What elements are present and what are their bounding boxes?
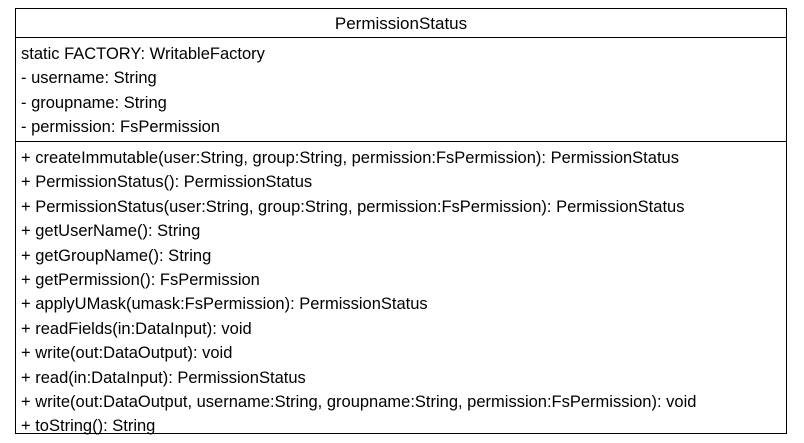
operation-item: + write(out:DataOutput, username:String,… <box>21 393 697 412</box>
attribute-item: - username: String <box>21 69 157 88</box>
operation-item: + getUserName(): String <box>21 222 201 241</box>
attributes-compartment: static FACTORY: WritableFactory - userna… <box>16 38 786 142</box>
operation-item: + PermissionStatus(user:String, group:St… <box>21 197 685 216</box>
operation-item: + getPermission(): FsPermission <box>21 271 260 290</box>
operation-item: + PermissionStatus(): PermissionStatus <box>21 173 313 192</box>
operation-item: + write(out:DataOutput): void <box>21 344 233 363</box>
operation-item: + toString(): String <box>21 417 156 436</box>
class-name: PermissionStatus <box>16 9 786 38</box>
attribute-item: static FACTORY: WritableFactory <box>21 45 265 63</box>
operations-compartment: + createImmutable(user:String, group:Str… <box>16 142 786 439</box>
operation-item: + applyUMask(umask:FsPermission): Permis… <box>21 295 428 314</box>
operation-item: + createImmutable(user:String, group:Str… <box>21 149 679 167</box>
attribute-item: - permission: FsPermission <box>21 118 220 137</box>
operation-item: + getGroupName(): String <box>21 246 212 265</box>
uml-class-box: PermissionStatus static FACTORY: Writabl… <box>15 8 787 435</box>
attribute-item: - groupname: String <box>21 93 167 112</box>
operation-item: + readFields(in:DataInput): void <box>21 319 252 338</box>
operation-item: + read(in:DataInput): PermissionStatus <box>21 368 306 387</box>
